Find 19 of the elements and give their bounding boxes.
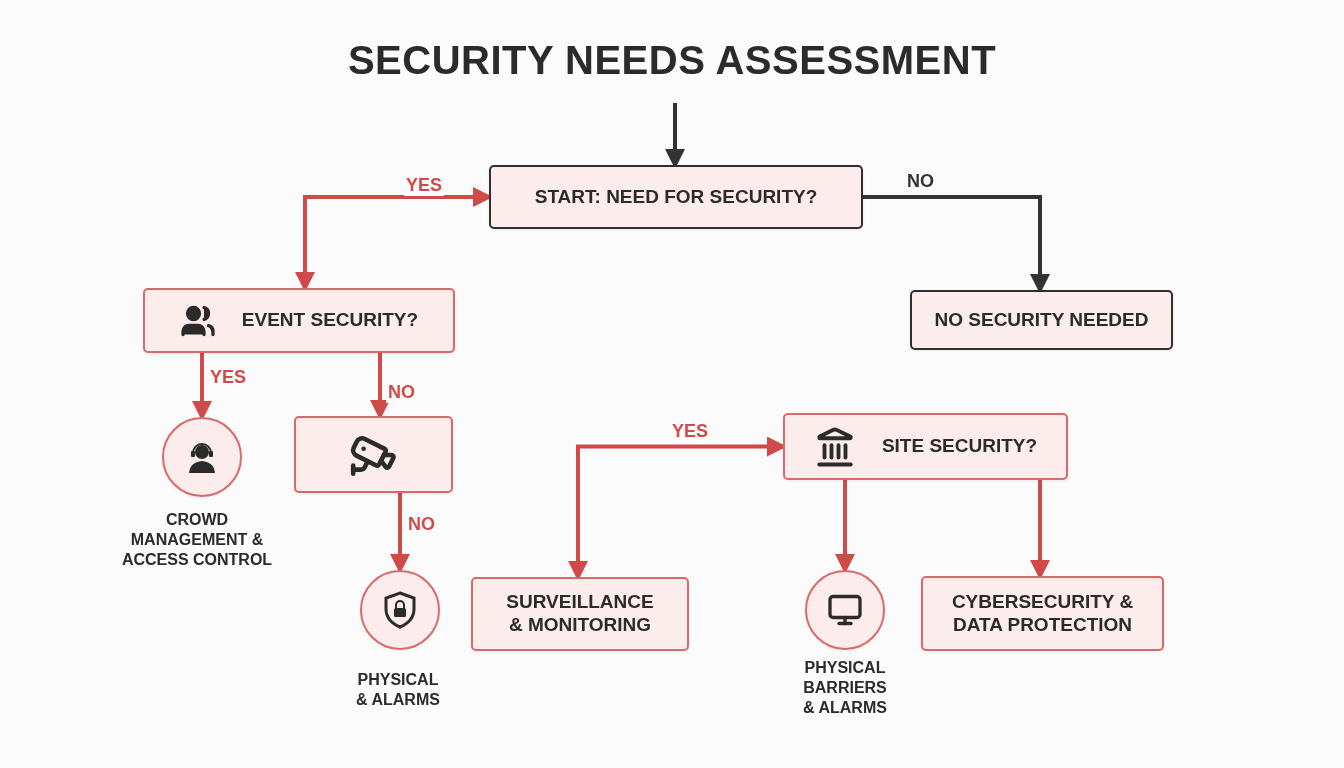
process-box [921,576,1164,651]
node-label: EVENT SECURITY? [241,309,419,332]
decision-box [143,288,455,353]
node-label: CYBERSECURITY & DATA PROTECTION [950,590,1135,637]
node-label: NO SECURITY NEEDED [934,308,1149,332]
end-box [910,290,1173,350]
node-label: PHYSICAL & ALARMS [356,670,440,710]
title: SECURITY NEEDS ASSESSMENT [347,38,997,83]
decision-box [489,165,863,229]
edge-label: NO [386,383,417,403]
node-label: PHYSICAL BARRIERS & ALARMS [803,658,887,718]
node-label: SITE SECURITY? [881,435,1038,458]
node-label: START: NEED FOR SECURITY? [534,185,818,209]
icon-box [294,416,453,493]
process-box [471,577,689,651]
decision-box [783,413,1068,480]
node-label: CROWD MANAGEMENT & ACCESS CONTROL [120,510,274,570]
node-label: SURVEILLANCE & MONITORING [505,591,655,637]
edge-label: YES [404,176,445,196]
